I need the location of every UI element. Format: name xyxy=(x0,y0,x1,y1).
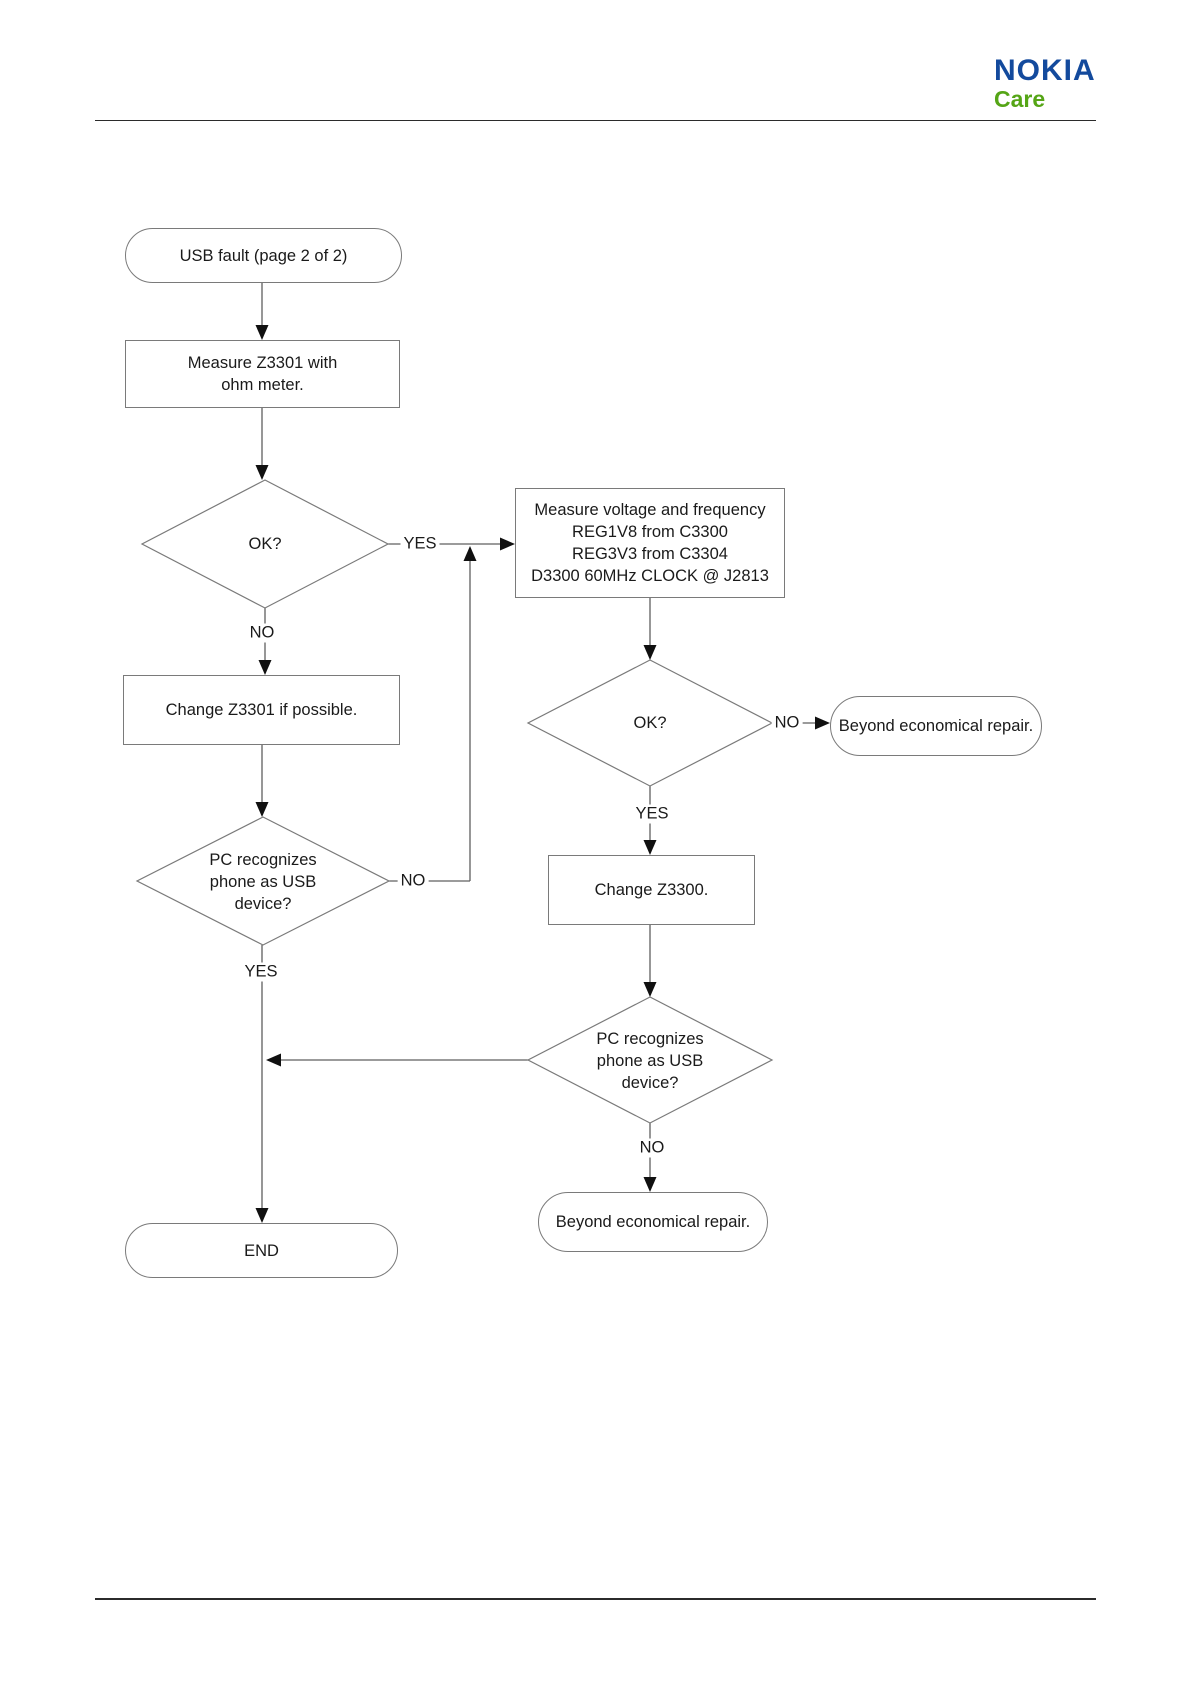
header-rule xyxy=(95,120,1096,121)
decision-pc-right-diamond xyxy=(526,996,774,1124)
process-change-z3300: Change Z3300. xyxy=(548,855,755,925)
arrowhead-right-icon xyxy=(500,537,515,551)
arrowhead-down-icon xyxy=(643,645,657,660)
care-logo-text: Care xyxy=(994,86,1046,112)
end-terminator: END xyxy=(125,1223,398,1278)
terminator-beyond-repair-bottom: Beyond economical repair. xyxy=(538,1192,768,1252)
arrowhead-up-icon xyxy=(463,546,477,561)
arrowhead-right-icon xyxy=(815,716,830,730)
arrowhead-left-icon xyxy=(266,1053,281,1067)
arrowhead-down-icon xyxy=(643,1177,657,1192)
decision-ok-2-text: OK? xyxy=(633,714,667,732)
start-terminator: USB fault (page 2 of 2) xyxy=(125,228,402,283)
edge-label-yes-ok2: YES xyxy=(632,804,672,824)
arrowhead-down-icon xyxy=(643,982,657,997)
arrowhead-down-icon xyxy=(255,325,269,340)
decision-pc-right-text: PC recognizes phone as USB device? xyxy=(596,1030,704,1092)
process-measure-z3301: Measure Z3301 with ohm meter. xyxy=(125,340,400,408)
edge-label-no-pc-right: NO xyxy=(636,1138,668,1158)
decision-ok-1-text: OK? xyxy=(248,535,282,553)
edge-label-yes-pc-left: YES xyxy=(241,962,281,982)
nokia-logo-text: NOKIA xyxy=(994,54,1096,87)
arrowhead-down-icon xyxy=(643,840,657,855)
process-measure-voltage: Measure voltage and frequency REG1V8 fro… xyxy=(515,488,785,598)
edge-label-no-pc-left: NO xyxy=(397,871,429,891)
arrowhead-down-icon xyxy=(255,465,269,480)
edge-label-yes-ok1: YES xyxy=(400,534,440,554)
decision-pc-left-text: PC recognizes phone as USB device? xyxy=(209,851,317,913)
nokia-care-logo: NOKIA Care xyxy=(994,56,1096,111)
edge-label-no-ok1: NO xyxy=(246,623,278,643)
arrowhead-down-icon xyxy=(255,802,269,817)
decision-ok-1-diamond xyxy=(140,479,390,609)
footer-rule xyxy=(95,1598,1096,1600)
edge-label-no-ok2: NO xyxy=(771,713,803,733)
arrowhead-down-icon xyxy=(255,1208,269,1223)
arrowhead-down-icon xyxy=(258,660,272,675)
process-change-z3301: Change Z3301 if possible. xyxy=(123,675,400,745)
decision-pc-left-diamond xyxy=(135,816,391,946)
decision-ok-2-diamond xyxy=(526,659,774,787)
terminator-beyond-repair-right: Beyond economical repair. xyxy=(830,696,1042,756)
